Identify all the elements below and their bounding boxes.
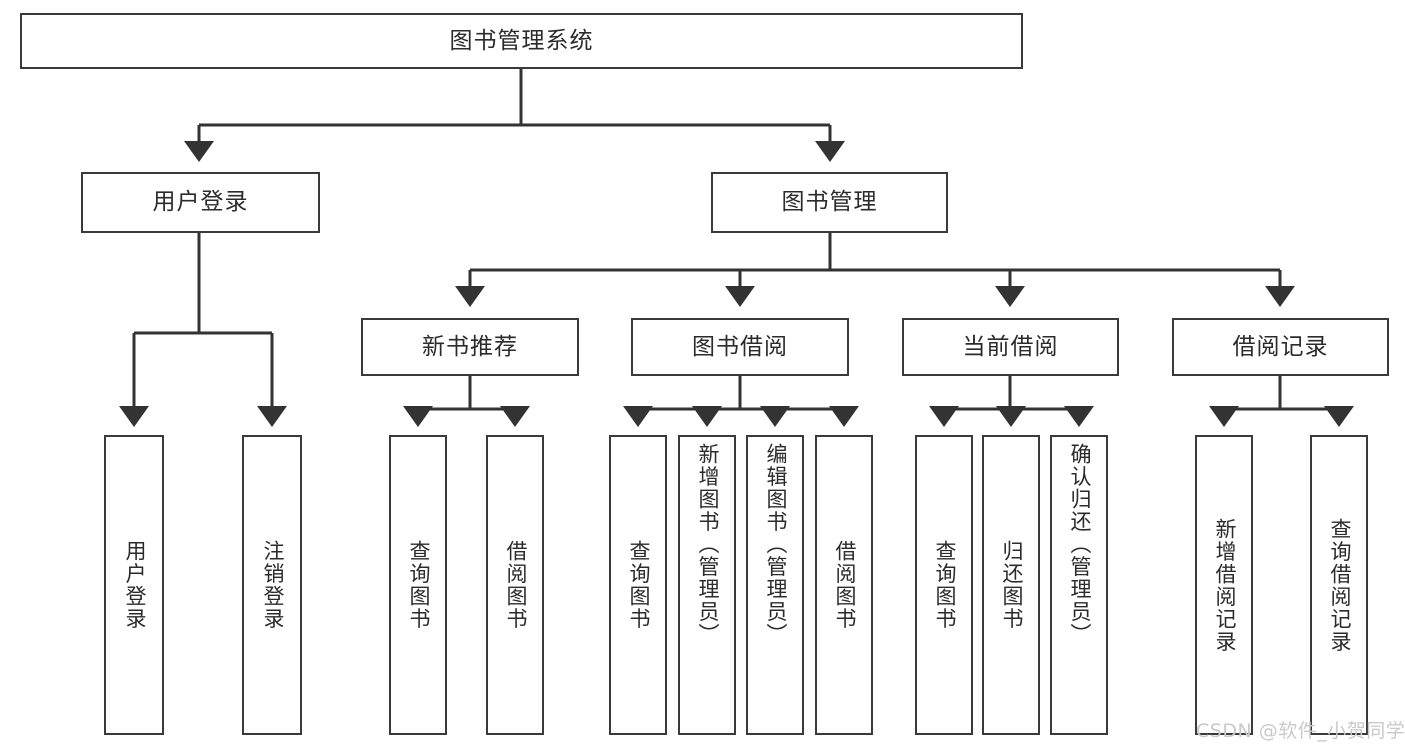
- node-leaf-confirm-return-label: 确认归还（管理员）: [1067, 443, 1092, 646]
- node-leaf-return-book[interactable]: 归还图书: [982, 435, 1040, 735]
- node-leaf-add-book[interactable]: 新增图书（管理员）: [678, 435, 736, 735]
- node-leaf-query-book-2-label: 查询图书: [626, 540, 651, 630]
- node-book-manage[interactable]: 图书管理: [711, 172, 948, 233]
- node-leaf-user-login[interactable]: 用户登录: [104, 435, 164, 735]
- node-leaf-user-logout[interactable]: 注销登录: [242, 435, 302, 735]
- node-leaf-query-book-2[interactable]: 查询图书: [609, 435, 667, 735]
- node-user-login[interactable]: 用户登录: [81, 172, 320, 233]
- node-leaf-user-logout-label: 注销登录: [260, 540, 285, 630]
- node-leaf-borrow-book-1-label: 借阅图书: [503, 540, 528, 630]
- node-current-borrow-label: 当前借阅: [962, 333, 1059, 360]
- node-user-login-label: 用户登录: [152, 189, 249, 215]
- node-leaf-add-record-label: 新增借阅记录: [1212, 517, 1237, 653]
- node-leaf-query-book-1-label: 查询图书: [406, 540, 431, 630]
- node-leaf-query-record[interactable]: 查询借阅记录: [1310, 435, 1368, 735]
- node-leaf-add-record[interactable]: 新增借阅记录: [1195, 435, 1253, 735]
- node-leaf-confirm-return[interactable]: 确认归还（管理员）: [1050, 435, 1108, 735]
- node-leaf-edit-book-label: 编辑图书（管理员）: [763, 443, 788, 646]
- node-book-manage-label: 图书管理: [781, 189, 878, 215]
- node-leaf-edit-book[interactable]: 编辑图书（管理员）: [746, 435, 804, 735]
- node-leaf-borrow-book-2[interactable]: 借阅图书: [815, 435, 873, 735]
- node-leaf-return-book-label: 归还图书: [999, 540, 1024, 630]
- node-leaf-query-book-3-label: 查询图书: [932, 540, 957, 630]
- node-root-label: 图书管理系统: [449, 27, 594, 54]
- node-borrow-record-label: 借阅记录: [1232, 333, 1329, 360]
- csdn-watermark: CSDN @软件_小贺同学: [1196, 720, 1405, 742]
- node-leaf-borrow-book-2-label: 借阅图书: [832, 540, 857, 630]
- node-leaf-borrow-book-1[interactable]: 借阅图书: [486, 435, 544, 735]
- node-current-borrow[interactable]: 当前借阅: [902, 318, 1119, 376]
- node-leaf-add-book-label: 新增图书（管理员）: [695, 443, 720, 646]
- node-borrow-record[interactable]: 借阅记录: [1172, 318, 1389, 376]
- node-leaf-user-login-label: 用户登录: [122, 540, 147, 630]
- node-leaf-query-book-1[interactable]: 查询图书: [389, 435, 447, 735]
- node-leaf-query-record-label: 查询借阅记录: [1327, 517, 1352, 653]
- node-new-book-rec-label: 新书推荐: [422, 333, 518, 360]
- node-new-book-rec[interactable]: 新书推荐: [361, 318, 579, 376]
- node-root[interactable]: 图书管理系统: [20, 13, 1023, 69]
- node-book-borrow[interactable]: 图书借阅: [631, 318, 849, 376]
- node-book-borrow-label: 图书借阅: [692, 333, 788, 360]
- node-leaf-query-book-3[interactable]: 查询图书: [915, 435, 973, 735]
